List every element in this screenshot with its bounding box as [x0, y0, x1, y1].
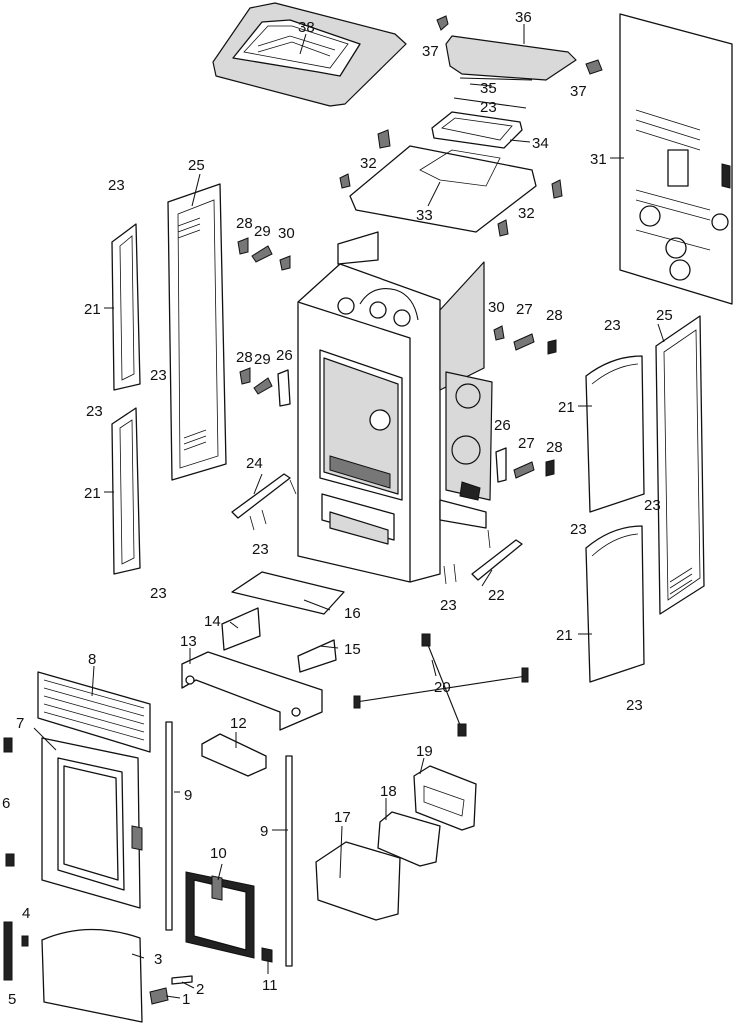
label-8: 8 [88, 651, 96, 668]
label-26: 26 [276, 347, 293, 364]
label-29: 29 [254, 351, 271, 368]
gasket-frame-part [431, 111, 523, 149]
label-25: 25 [656, 307, 673, 324]
label-23: 23 [570, 521, 587, 538]
label-22: 22 [488, 587, 505, 604]
label-21: 21 [556, 627, 573, 644]
label-9: 9 [260, 823, 268, 840]
label-9: 9 [184, 787, 192, 804]
side-bracket-parts [221, 607, 337, 673]
left-lower-frame-part [111, 407, 141, 575]
label-28: 28 [236, 215, 253, 232]
label-35: 35 [480, 80, 497, 97]
stove-body-part [297, 231, 493, 583]
label-33: 33 [416, 207, 433, 224]
label-30: 30 [278, 225, 295, 242]
label-1: 1 [182, 991, 190, 1008]
screw-parts [353, 633, 529, 737]
label-5: 5 [8, 991, 16, 1008]
right-side-panel-part [655, 315, 705, 615]
grille-part [37, 671, 151, 753]
label-21: 21 [84, 301, 101, 318]
label-23: 23 [108, 177, 125, 194]
label-2: 2 [196, 981, 204, 998]
label-23: 23 [440, 597, 457, 614]
label-23: 23 [626, 697, 643, 714]
label-7: 7 [16, 715, 24, 732]
label-23: 23 [150, 585, 167, 602]
label-29: 29 [254, 223, 271, 240]
label-13: 13 [180, 633, 197, 650]
label-32: 32 [360, 155, 377, 172]
leader-lines [33, 24, 665, 999]
label-25: 25 [188, 157, 205, 174]
label-31: 31 [590, 151, 607, 168]
label-37: 37 [570, 83, 587, 100]
lower-front-panel-part [3, 921, 193, 1023]
ash-door-part [185, 871, 273, 963]
label-19: 19 [416, 743, 433, 760]
label-23: 23 [150, 367, 167, 384]
label-34: 34 [532, 135, 549, 152]
label-17: 17 [334, 809, 351, 826]
label-16: 16 [344, 605, 361, 622]
label-28: 28 [546, 439, 563, 456]
label-3: 3 [154, 951, 162, 968]
label-23: 23 [604, 317, 621, 334]
door-part [3, 737, 143, 909]
label-27: 27 [516, 301, 533, 318]
top-plate-part [339, 129, 563, 237]
left-upper-frame-part [111, 223, 141, 391]
label-15: 15 [344, 641, 361, 658]
label-38: 38 [298, 19, 315, 36]
ash-box-parts [315, 765, 477, 921]
label-32: 32 [518, 205, 535, 222]
label-26: 26 [494, 417, 511, 434]
label-20: 20 [434, 679, 451, 696]
label-28: 28 [546, 307, 563, 324]
right-upper-panel-part [585, 355, 645, 513]
label-28: 28 [236, 349, 253, 366]
label-30: 30 [488, 299, 505, 316]
label-11: 11 [262, 977, 278, 994]
right-lower-panel-part [585, 525, 645, 683]
label-14: 14 [204, 613, 221, 630]
label-27: 27 [518, 435, 535, 452]
bracket-parts [237, 237, 557, 483]
top-cover-part [212, 2, 407, 107]
side-rod-parts [165, 721, 293, 967]
base-plate-part [231, 571, 345, 615]
top-glass-part [436, 15, 603, 81]
label-37: 37 [422, 43, 439, 60]
back-panel-part [619, 13, 733, 305]
rod-part [453, 77, 533, 109]
label-21: 21 [84, 485, 101, 502]
rail-parts [231, 473, 523, 585]
label-24: 24 [246, 455, 263, 472]
label-36: 36 [515, 9, 532, 26]
part-labels: 38 36 37 37 35 23 34 32 32 33 31 25 23 2… [2, 9, 673, 1008]
label-23: 23 [252, 541, 269, 558]
label-18: 18 [380, 783, 397, 800]
label-23: 23 [644, 497, 661, 514]
label-23: 23 [86, 403, 103, 420]
left-side-panel-part [167, 183, 227, 481]
label-21: 21 [558, 399, 575, 416]
front-frame-bar-part [181, 651, 323, 731]
label-6: 6 [2, 795, 10, 812]
label-10: 10 [210, 845, 227, 862]
label-12: 12 [230, 715, 247, 732]
label-23: 23 [480, 99, 497, 116]
label-4: 4 [22, 905, 30, 922]
